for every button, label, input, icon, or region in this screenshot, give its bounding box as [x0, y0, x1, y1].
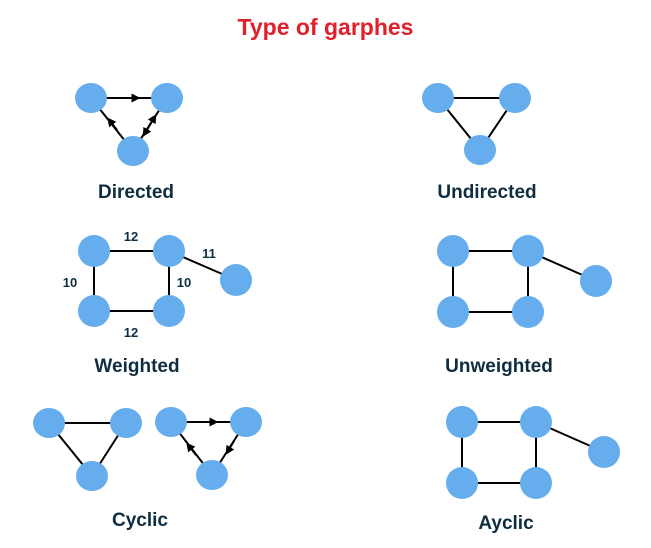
graph-label: Weighted: [94, 356, 179, 377]
figure-title: Type of garphes: [237, 14, 414, 40]
graph-node: [580, 265, 612, 297]
graph-node: [588, 436, 620, 468]
graph-node: [117, 136, 149, 166]
graph-node: [76, 461, 108, 491]
graph-label: Undirected: [437, 182, 536, 203]
graph-label: Unweighted: [445, 356, 553, 377]
graph-node: [33, 408, 65, 438]
weighted-graph: 12 11 10 10 12 Weighted: [63, 229, 252, 377]
edge-weight: 10: [177, 275, 191, 290]
undirected-graph: Undirected: [422, 83, 537, 203]
edge-weight: 12: [124, 325, 138, 340]
graph-node: [110, 408, 142, 438]
graph-node: [437, 235, 469, 267]
graph-node: [78, 295, 110, 327]
graph-node: [437, 296, 469, 328]
graph-node: [151, 83, 183, 113]
arrow-down-left-icon: [225, 440, 235, 455]
unweighted-graph: Unweighted: [437, 235, 612, 377]
graph-node: [520, 467, 552, 499]
graph-node: [196, 460, 228, 490]
directed-graph: Directed: [75, 83, 183, 203]
graph-node: [153, 235, 185, 267]
edge-weight: 11: [202, 246, 216, 261]
graph-node: [512, 235, 544, 267]
graph-node: [78, 235, 110, 267]
graph-node: [155, 407, 187, 437]
graph-node: [422, 83, 454, 113]
graph-node: [220, 264, 252, 296]
graph-label: Ayclic: [478, 513, 534, 534]
edge-weight: 10: [63, 275, 77, 290]
arrow-up-left-icon: [186, 442, 197, 456]
graph-node: [520, 406, 552, 438]
graph-node: [512, 296, 544, 328]
graph-node: [230, 407, 262, 437]
graph-node: [464, 135, 496, 165]
acyclic-graph: Ayclic: [446, 406, 620, 534]
graph-node: [499, 83, 531, 113]
edge-weight: 12: [124, 229, 138, 244]
graph-node: [446, 467, 478, 499]
graph-label: Directed: [98, 182, 174, 203]
cyclic-graphs: Cyclic: [33, 407, 262, 531]
arrow-down-left-icon: [142, 122, 152, 137]
arrow-up-left-icon: [107, 117, 118, 131]
graph-node: [446, 406, 478, 438]
graph-node: [75, 83, 107, 113]
graph-label: Cyclic: [112, 510, 168, 531]
graph-node: [153, 295, 185, 327]
